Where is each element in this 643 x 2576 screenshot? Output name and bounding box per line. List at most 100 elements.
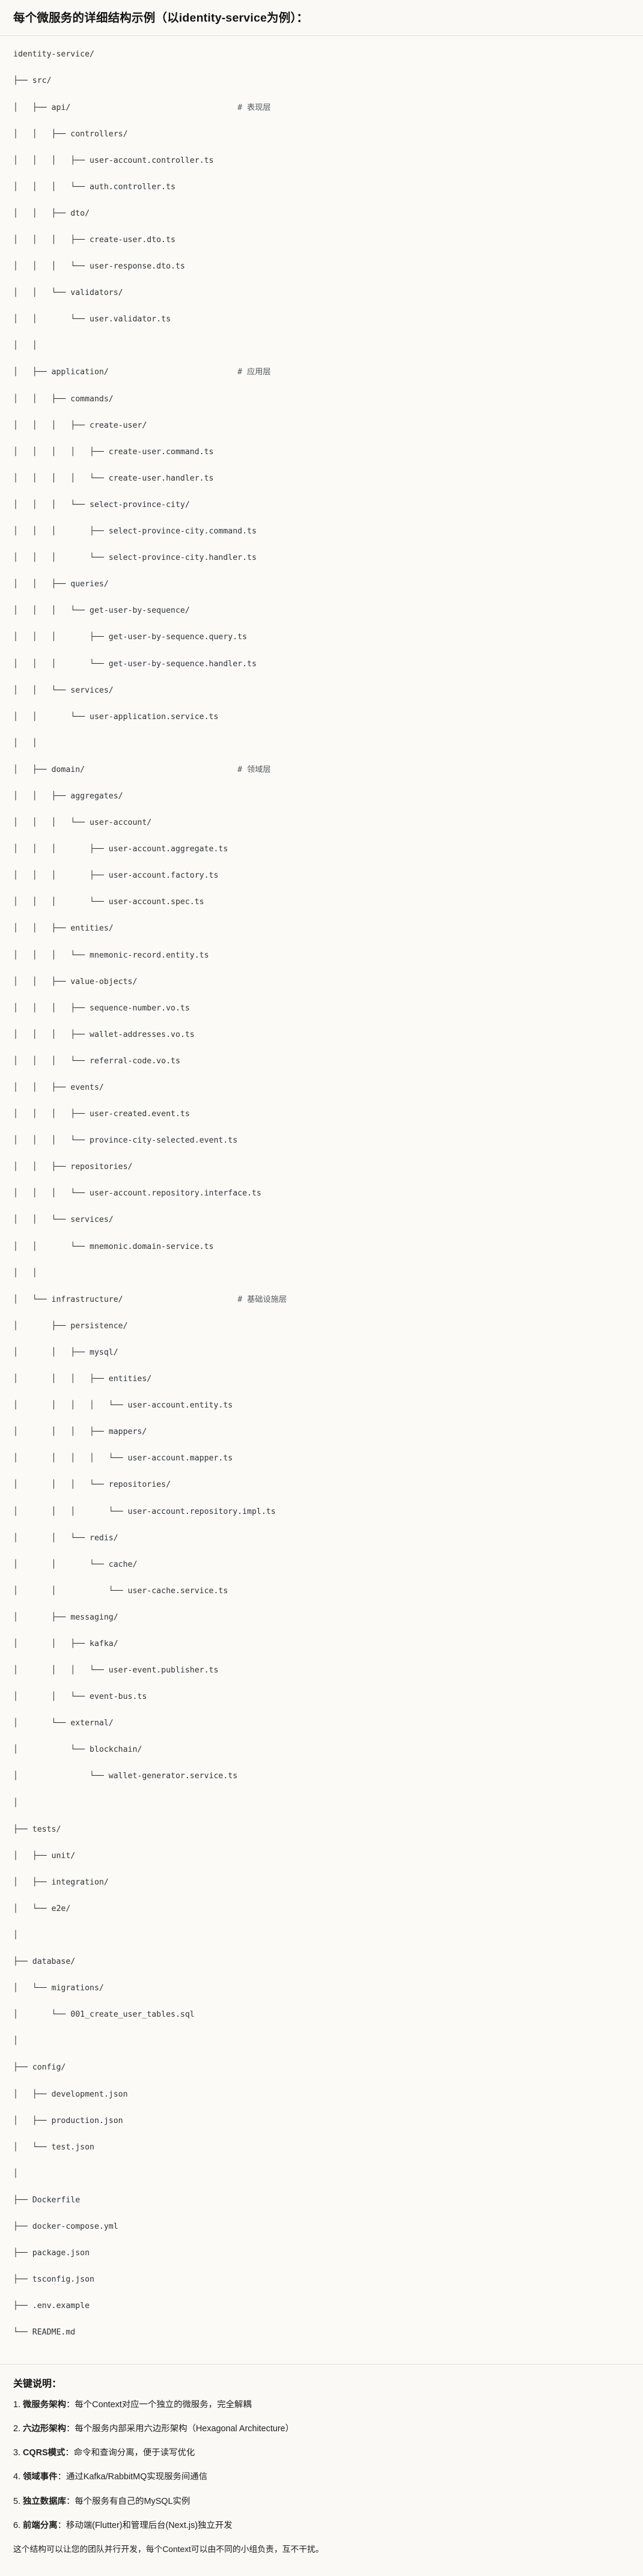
tree-row: │ ├── development.json (13, 2088, 630, 2101)
tree-row: │ │ │ └── repositories/ (13, 1478, 630, 1492)
tree-node-label: └── README.md (13, 2328, 76, 2338)
tree-row: ├── src/ (13, 74, 630, 88)
tree-node-label: │ │ └── event-bus.ts (13, 1692, 147, 1702)
tree-row: │ │ │ └── mnemonic-record.entity.ts (13, 949, 630, 962)
tree-node-label: │ │ │ ├── create-user.dto.ts (13, 235, 175, 245)
tree-row: │ └── wallet-generator.service.ts (13, 1770, 630, 1783)
key-note-number: 4. (13, 2472, 21, 2482)
tree-row: │ │ │ ├── wallet-addresses.vo.ts (13, 1028, 630, 1042)
directory-tree: identity-service/ ├── src/ │ ├── api/ # … (13, 48, 630, 2353)
tree-row: │ │ │ └── user-event.publisher.ts (13, 1664, 630, 1677)
tree-node-label: │ │ └── user-application.service.ts (13, 712, 219, 721)
tree-node-label: │ │ ├── controllers/ (13, 129, 128, 139)
tree-node-label: │ │ │ │ └── user-account.mapper.ts (13, 1454, 233, 1463)
tree-row: │ │ │ └── user-account/ (13, 816, 630, 830)
directory-tree-block: identity-service/ ├── src/ │ ├── api/ # … (0, 36, 643, 2365)
tree-node-label: │ └── e2e/ (13, 1904, 71, 1913)
tree-node-label: │ │ └── user-cache.service.ts (13, 1586, 228, 1596)
tree-row: │ │ │ │ └── user-account.entity.ts (13, 1399, 630, 1412)
tree-node-label: │ ├── messaging/ (13, 1612, 118, 1622)
key-note-item: 2. 六边形架构：每个服务内部采用六边形架构（Hexagonal Archite… (13, 2422, 630, 2435)
tree-node-label: │ ├── development.json (13, 2089, 128, 2099)
tree-node-label: │ ├── domain/ (13, 765, 85, 774)
tree-node-label: │ └── external/ (13, 1719, 114, 1728)
key-note-separator: ： (57, 2521, 66, 2531)
tree-layer-comment: # 应用层 (237, 368, 271, 377)
tree-node-label: │ │ │ ├── user-account.aggregate.ts (13, 845, 228, 854)
tree-row: │ │ ├── kafka/ (13, 1638, 630, 1651)
tree-node-label: │ │ │ └── user-response.dto.ts (13, 262, 185, 272)
tree-node-label: ├── .env.example (13, 2301, 90, 2311)
key-note-number: 1. (13, 2399, 21, 2410)
tree-node-label: │ │ │ └── select-province-city.handler.t… (13, 553, 257, 563)
tree-node-label: ├── tsconfig.json (13, 2275, 94, 2285)
tree-layer-comment: # 表现层 (237, 103, 271, 112)
tree-row: │ │ │ ├── mappers/ (13, 1426, 630, 1439)
tree-node-label: │ │ └── redis/ (13, 1533, 118, 1543)
tree-node-label: │ │ │ ├── select-province-city.command.t… (13, 527, 257, 536)
tree-node-label: │ │ │ └── user-account.repository.interf… (13, 1189, 261, 1198)
tree-row: │ └── test.json (13, 2141, 630, 2154)
tree-node-label: │ ├── integration/ (13, 1877, 109, 1887)
tree-row: │ │ └── mnemonic.domain-service.ts (13, 1241, 630, 1254)
tree-node-label: │ │ │ ├── entities/ (13, 1375, 152, 1384)
key-note-separator: ： (66, 2399, 75, 2410)
key-note-item: 6. 前端分离：移动端(Flutter)和管理后台(Next.js)独立开发 (13, 2519, 630, 2532)
tree-row: │ │ ├── value-objects/ (13, 976, 630, 989)
tree-row: │ │ (13, 339, 630, 353)
tree-node-label: │ (13, 1931, 18, 1940)
tree-node-label: │ │ └── services/ (13, 1215, 114, 1225)
tree-node-label: │ │ │ ├── wallet-addresses.vo.ts (13, 1030, 195, 1039)
tree-node-label: │ (13, 2037, 18, 2046)
key-note-item: 5. 独立数据库：每个服务有自己的MySQL实例 (13, 2495, 630, 2508)
tree-row: │ │ └── redis/ (13, 1532, 630, 1545)
key-note-description: 通过Kafka/RabbitMQ实现服务间通信 (66, 2472, 208, 2482)
tree-node-label: │ │ ├── mysql/ (13, 1347, 118, 1357)
key-note-number: 6. (13, 2521, 21, 2531)
tree-node-label: │ ├── unit/ (13, 1851, 76, 1861)
tree-node-label: │ │ │ ├── create-user/ (13, 421, 147, 430)
tree-node-label: │ │ │ └── select-province-city/ (13, 500, 190, 509)
tree-node-label: │ │ │ └── user-account.spec.ts (13, 898, 204, 907)
page-title: 每个微服务的详细结构示例（以identity-service为例）： (13, 11, 309, 25)
tree-row: │ │ ├── mysql/ (13, 1346, 630, 1359)
key-note-separator: ： (57, 2472, 66, 2482)
tree-row: │ │ (13, 1267, 630, 1280)
tree-row: │ │ ├── aggregates/ (13, 790, 630, 803)
tree-row: │ │ └── validators/ (13, 287, 630, 300)
tree-node-label: │ │ ├── dto/ (13, 208, 90, 218)
tree-node-label: │ │ │ ├── get-user-by-sequence.query.ts (13, 633, 248, 642)
tree-node-label: identity-service/ (13, 50, 94, 59)
tree-row: │ │ └── services/ (13, 1214, 630, 1227)
tree-row: ├── package.json (13, 2247, 630, 2260)
tree-row: │ │ └── user-application.service.ts (13, 711, 630, 724)
tree-row: │ └── e2e/ (13, 1903, 630, 1916)
tree-node-label: │ ├── api/ (13, 103, 71, 112)
tree-row: │ │ ├── events/ (13, 1081, 630, 1095)
tree-row: │ │ │ └── referral-code.vo.ts (13, 1055, 630, 1068)
tree-row: │ │ │ └── select-province-city/ (13, 499, 630, 512)
tree-row: │ ├── domain/ # 领域层 (13, 764, 630, 777)
tree-node-label: │ │ │ └── repositories/ (13, 1480, 171, 1490)
tree-layer-comment: # 领域层 (237, 765, 271, 774)
tree-node-label: │ │ │ └── user-event.publisher.ts (13, 1666, 219, 1675)
tree-node-label: │ │ └── cache/ (13, 1560, 138, 1569)
tree-node-label: │ │ │ ├── sequence-number.vo.ts (13, 1003, 190, 1013)
tree-node-label: ├── tests/ (13, 1824, 61, 1834)
tree-row: │ │ (13, 737, 630, 750)
key-note-item: 4. 领域事件：通过Kafka/RabbitMQ实现服务间通信 (13, 2470, 630, 2483)
key-note-term: CQRS模式 (23, 2448, 66, 2458)
tree-node-label: ├── database/ (13, 1957, 76, 1967)
tree-row: │ │ │ └── province-city-selected.event.t… (13, 1134, 630, 1147)
key-note-term: 领域事件 (23, 2472, 58, 2482)
tree-row: │ │ │ ├── user-account.aggregate.ts (13, 843, 630, 856)
tree-node-label: │ │ │ ├── user-created.event.ts (13, 1110, 190, 1119)
tree-row: ├── config/ (13, 2061, 630, 2074)
tree-node-label: ├── config/ (13, 2063, 66, 2073)
tree-node-label: │ │ │ └── auth.controller.ts (13, 182, 175, 192)
tree-row: │ ├── persistence/ (13, 1320, 630, 1333)
key-note-description: 移动端(Flutter)和管理后台(Next.js)独立开发 (66, 2521, 233, 2531)
tree-node-label: │ │ │ └── province-city-selected.event.t… (13, 1136, 238, 1146)
